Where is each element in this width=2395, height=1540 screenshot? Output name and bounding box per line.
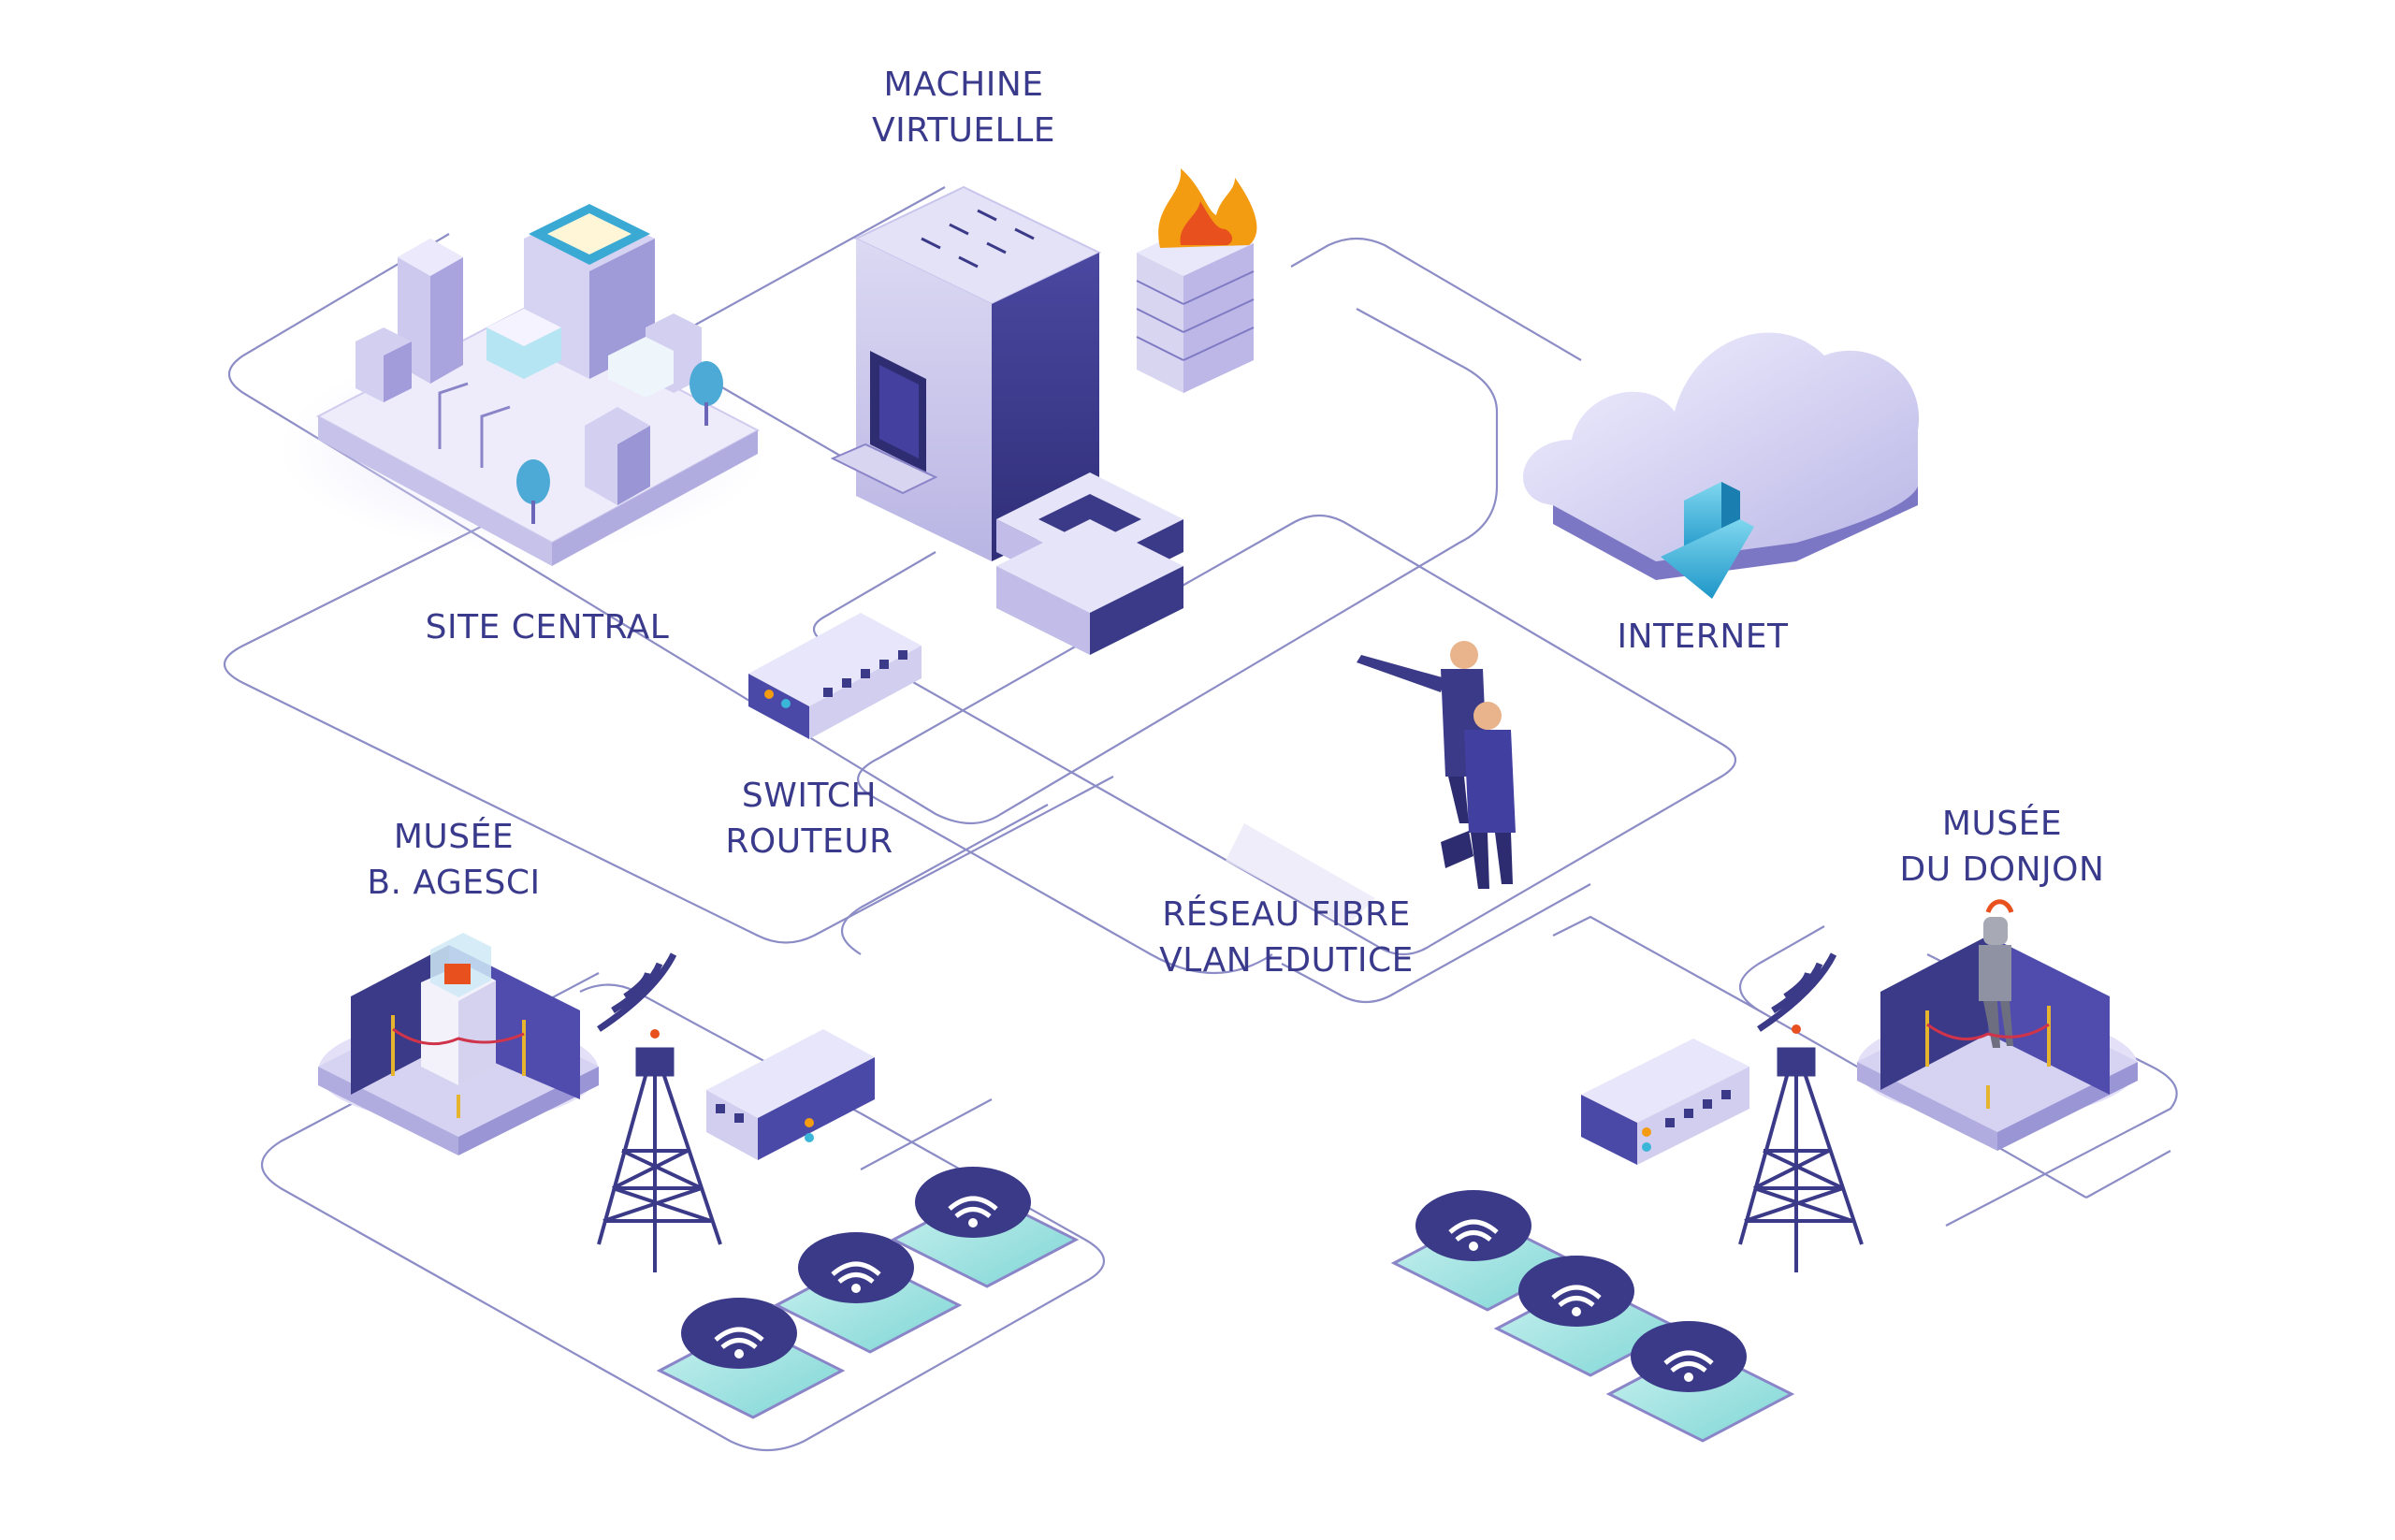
network-switch-icon — [1581, 1039, 1749, 1165]
label-line: INTERNET — [1617, 617, 1789, 656]
label-line: VIRTUELLE — [871, 111, 1056, 150]
wifi-tablet-icon — [1605, 1321, 1795, 1443]
label-line: DU DONJON — [1899, 850, 2105, 889]
server-rack-icon — [830, 185, 1183, 655]
network-switch-icon — [748, 613, 922, 739]
machine-virtuelle-label: MACHINE VIRTUELLE — [861, 62, 1067, 153]
musee-donjon-label: MUSÉE DU DONJON — [1899, 801, 2105, 893]
label-line: SITE CENTRAL — [425, 608, 670, 647]
cloud-icon — [1522, 332, 1920, 580]
network-switch-icon — [706, 1029, 875, 1160]
label-line: MUSÉE — [393, 818, 515, 856]
radio-tower-icon — [1738, 952, 1864, 1272]
museum-exhibit-icon — [318, 933, 599, 1155]
internet-label: INTERNET — [1609, 614, 1796, 660]
firewall-icon — [1136, 168, 1257, 393]
wifi-tablet-icon — [656, 1298, 846, 1419]
label-line: MACHINE — [883, 65, 1044, 104]
radio-tower-icon — [597, 952, 722, 1272]
wifi-tablet-icon — [890, 1167, 1080, 1288]
wifi-tablets-left — [656, 1167, 1080, 1419]
musee-agesci-label: MUSÉE B. AGESCI — [351, 814, 557, 906]
connection-lines — [224, 186, 2178, 1452]
wifi-tablets-right — [1390, 1190, 1795, 1443]
businessmen-icon — [1226, 641, 1516, 926]
site-central-label: SITE CENTRAL — [416, 604, 678, 650]
building-complex-icon — [281, 204, 767, 566]
label-line: SWITCH — [741, 777, 878, 815]
label-line: VLAN EDUTICE — [1159, 941, 1414, 980]
label-line: MUSÉE — [1941, 805, 2063, 843]
museum-exhibit-icon — [1857, 899, 2138, 1151]
label-line: B. AGESCI — [367, 864, 541, 902]
switch-routeur-label: SWITCH ROUTEUR — [720, 773, 898, 864]
download-arrow-icon — [1661, 482, 1754, 599]
label-line: ROUTEUR — [725, 822, 893, 861]
label-line: RÉSEAU FIBRE — [1162, 895, 1411, 934]
reseau-fibre-label: RÉSEAU FIBRE VLAN EDUTICE — [1151, 892, 1422, 983]
wifi-tablet-icon — [773, 1232, 963, 1354]
